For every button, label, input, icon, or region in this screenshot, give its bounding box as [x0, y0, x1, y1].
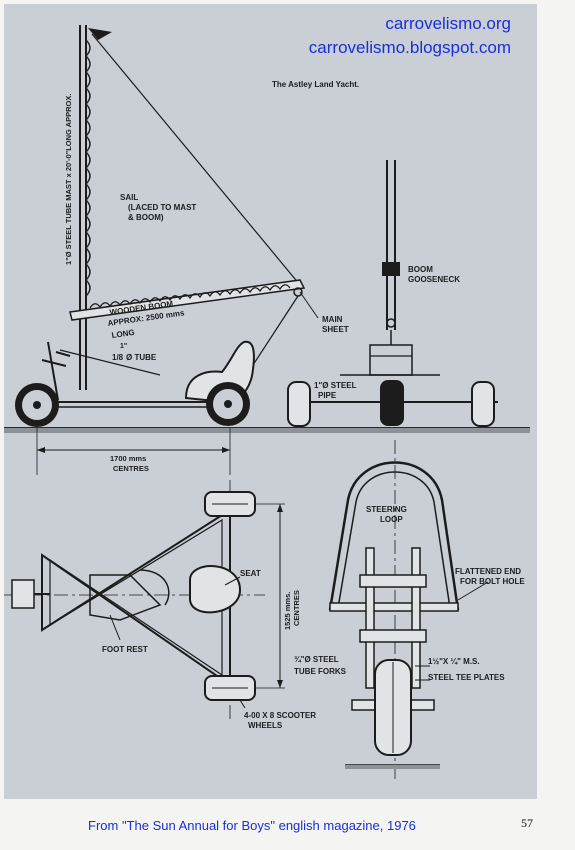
- sheet-title: The Astley Land Yacht.: [272, 80, 359, 89]
- site-link-1[interactable]: carrovelismo.org: [385, 14, 511, 33]
- sail-label-2: (LACED TO MAST: [128, 203, 196, 212]
- steering-loop-label-1: STEERING: [366, 505, 407, 514]
- main-sheet-label-1: MAIN: [322, 315, 343, 324]
- plan-view: [4, 480, 285, 720]
- dim-1700-2: CENTRES: [113, 464, 149, 473]
- ground-hatch: [4, 428, 530, 433]
- front-view-right-wheel: [471, 381, 495, 427]
- plan-seat: [189, 565, 242, 614]
- gooseneck-label-1: BOOM: [408, 265, 433, 274]
- boom-label-3: LONG: [111, 328, 135, 340]
- source-caption: From "The Sun Annual for Boys" english m…: [88, 818, 416, 833]
- main-sheet-label-2: SHEET: [322, 325, 349, 334]
- tube-forks-label-2: TUBE FORKS: [294, 667, 347, 676]
- wooden-boom: [69, 279, 306, 321]
- plates-label: STEEL TEE PLATES: [428, 673, 505, 682]
- flattened-end-label-1: FLATTENED END: [455, 567, 521, 576]
- boom-lacing: [89, 284, 291, 309]
- tube-frac: 1": [120, 343, 127, 350]
- wheels-label-2: WHEELS: [248, 721, 283, 730]
- dim-1525-2: CENTRES: [292, 590, 301, 626]
- mast-label: 1"Ø STEEL TUBE MAST x 20'-0"LONG APPROX.: [64, 94, 73, 265]
- sail-leech: [91, 33, 301, 286]
- page-number: 57: [521, 816, 533, 830]
- steering-loop-label-2: LOOP: [380, 515, 403, 524]
- wheels-label-1: 4-00 X 8 SCOOTER: [244, 711, 316, 720]
- steering-loop: [328, 461, 460, 611]
- site-link-2[interactable]: carrovelismo.blogspot.com: [308, 38, 511, 57]
- seat-label: SEAT: [240, 569, 261, 578]
- mast-pennant-icon: [88, 28, 112, 40]
- flattened-end-label-2: FOR BOLT HOLE: [460, 577, 525, 586]
- front-view-center-wheel: [380, 380, 404, 426]
- pipe-label-2: PIPE: [318, 391, 337, 400]
- pipe-label-1: 1"Ø STEEL: [314, 381, 357, 390]
- dim-1700-1: 1700 mms: [110, 454, 146, 463]
- sail-label-1: SAIL: [120, 193, 138, 202]
- dim-1525-1: 1525 mms.: [283, 592, 292, 630]
- sail-label-3: & BOOM): [128, 213, 164, 222]
- tube-label: Ø TUBE: [126, 353, 157, 362]
- plates-dim-label: 1½"X ¼" M.S.: [428, 657, 480, 666]
- gooseneck-label-2: GOOSENECK: [408, 275, 460, 284]
- fork-detail: [328, 440, 489, 780]
- tube-forks-label-1: ¾"Ø STEEL: [294, 655, 339, 664]
- side-view: [15, 25, 319, 475]
- front-view: [287, 160, 498, 427]
- tube-frac-den: 1/8: [112, 353, 124, 362]
- foot-rest-label: FOOT REST: [102, 645, 148, 654]
- sail-lacing: [85, 39, 91, 297]
- front-view-left-wheel: [287, 381, 311, 427]
